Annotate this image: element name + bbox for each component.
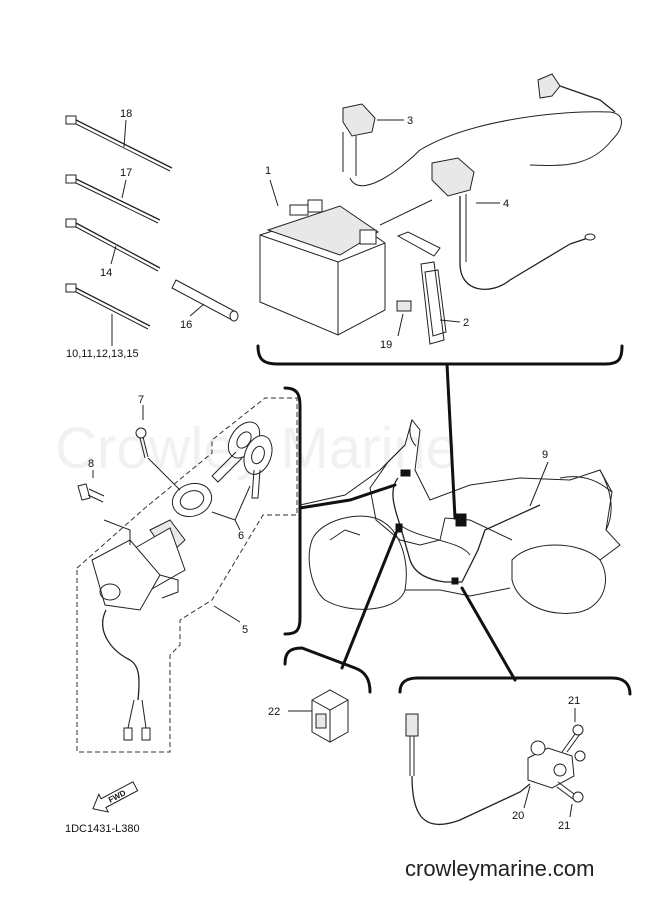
- callout-5: 5: [242, 624, 248, 636]
- main-switch-5: [91, 519, 186, 611]
- battery-wire-link: [379, 199, 433, 226]
- drawing-code: 1DC1431-L380: [65, 823, 140, 835]
- leader-17: [121, 179, 127, 199]
- bracket-battery: [256, 344, 624, 366]
- callout-7: 7: [138, 394, 144, 406]
- screw-7: [135, 427, 149, 459]
- callout-6: 6: [238, 530, 244, 542]
- switch-cover-6: [171, 482, 213, 518]
- screw-21-top: [561, 724, 584, 753]
- callout-1: 1: [265, 165, 271, 177]
- leader-2: [439, 319, 461, 323]
- battery-1: [259, 199, 386, 336]
- fwd-arrow-icon: FWD: [92, 781, 139, 813]
- link-vehicle-to-sensor: [460, 586, 517, 682]
- callout-8: 8: [88, 458, 94, 470]
- dashed-outline-switch-kit: [76, 397, 298, 753]
- callout-20: 20: [512, 810, 524, 822]
- relay-22: [311, 689, 349, 743]
- callout-19: 19: [380, 339, 392, 351]
- switch-harness: [102, 609, 151, 741]
- wire-harness-9: [392, 469, 541, 585]
- vehicle-outline: [299, 418, 621, 614]
- leader-18: [123, 119, 127, 148]
- callout-18: 18: [120, 108, 132, 120]
- screw-8: [77, 483, 105, 503]
- footer-site: crowleymarine.com: [405, 856, 595, 881]
- bracket-sensor: [398, 676, 632, 696]
- callout-22: 22: [268, 706, 280, 718]
- keys: [211, 421, 273, 499]
- leader-6: [211, 485, 251, 531]
- link-vehicle-to-relay: [340, 531, 398, 670]
- leader-1: [269, 179, 279, 207]
- callout-3: 3: [407, 115, 413, 127]
- callout-2: 2: [463, 317, 469, 329]
- battery-wire-upper: [349, 111, 622, 187]
- terminal-lead-top: [537, 73, 616, 113]
- leader-5: [213, 605, 241, 623]
- screw-21-bottom: [556, 781, 584, 803]
- leader-20: [523, 785, 531, 809]
- callout-10-15: 10,11,12,13,15: [66, 348, 139, 360]
- bracket-relay: [283, 646, 372, 694]
- terminal-cover-4: [431, 157, 596, 290]
- cable-tie-18: [65, 115, 173, 172]
- cable-tie-14: [65, 218, 161, 272]
- band-2: [420, 261, 447, 345]
- bracket-switch: [283, 386, 302, 636]
- leader-14: [110, 245, 117, 265]
- sensor-connector: [405, 713, 531, 826]
- leader-19: [397, 313, 404, 337]
- clip-19: [396, 300, 412, 312]
- callout-17: 17: [120, 167, 132, 179]
- cable-tie-17: [65, 174, 161, 224]
- callout-21-bottom: 21: [558, 820, 570, 832]
- callout-9: 9: [542, 449, 548, 461]
- terminal-cover-3: [342, 103, 376, 176]
- callout-14: 14: [100, 267, 112, 279]
- sensor-20: [527, 740, 586, 789]
- link-switch-to-vehicle: [298, 483, 397, 510]
- bolt-battery: [396, 231, 441, 257]
- leader-16: [189, 303, 205, 317]
- callout-16: 16: [180, 319, 192, 331]
- leader-8b: [103, 519, 131, 545]
- callout-4: 4: [503, 198, 509, 210]
- leader-9: [529, 461, 549, 507]
- tube-16: [171, 279, 239, 322]
- leader-21b: [569, 803, 573, 818]
- callout-21-top: 21: [568, 695, 580, 707]
- link-battery-to-vehicle: [445, 362, 457, 520]
- cable-tie-10-15: [65, 283, 151, 330]
- leader-6a: [147, 457, 181, 491]
